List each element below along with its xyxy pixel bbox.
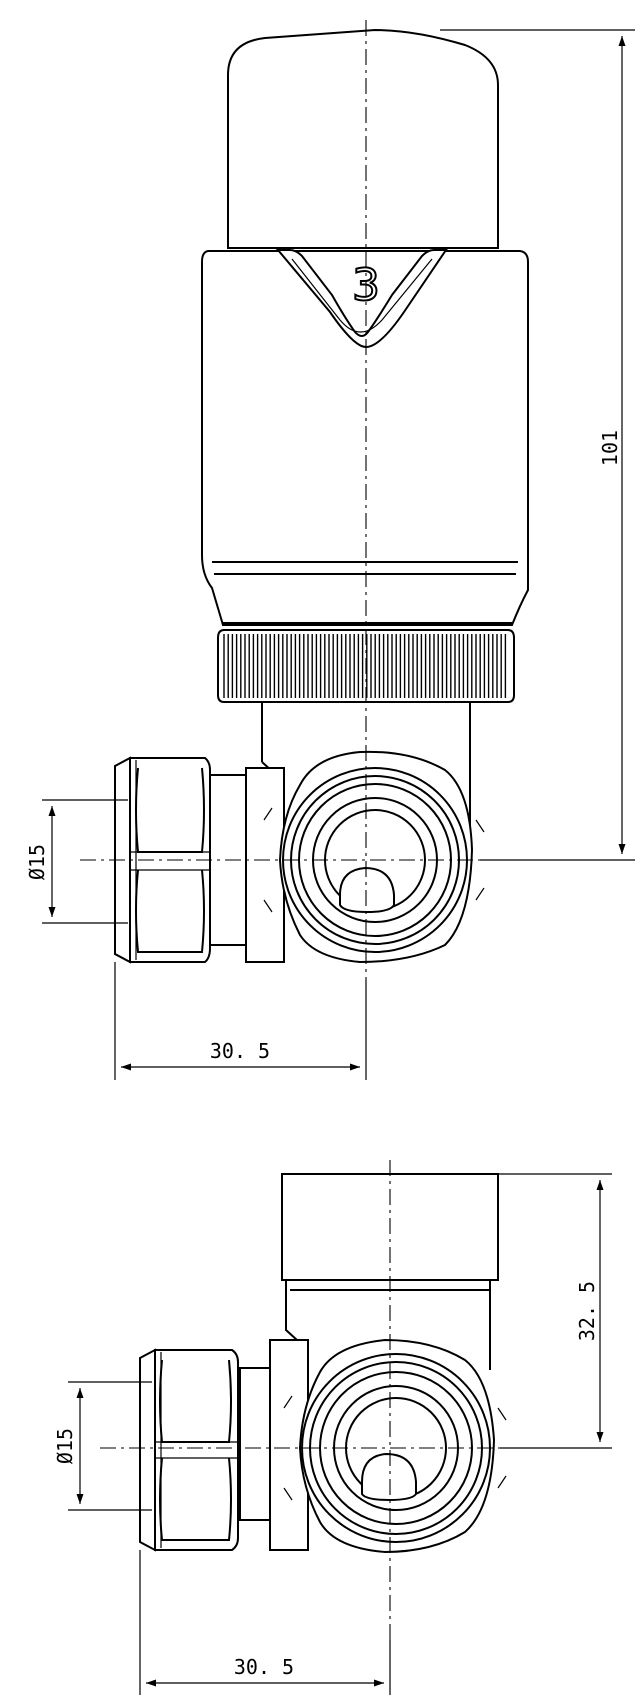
height-dimension-label: 101 xyxy=(598,430,622,466)
thermostat-head-body: 3 xyxy=(201,249,529,626)
top-view: 3 xyxy=(25,20,635,1080)
height-dimension-label-bottom: 32. 5 xyxy=(575,1281,599,1341)
dimension-width-30-5-top: 30. 5 xyxy=(114,962,367,1080)
knurl-ridges xyxy=(223,634,507,698)
dimension-diameter-15-bottom: Ø15 xyxy=(53,1381,152,1511)
outlet-union-front xyxy=(263,750,485,964)
pipe-union-nut-bottom xyxy=(139,1348,239,1552)
bottom-view: 32. 5 Ø15 30. 5 xyxy=(53,1160,612,1695)
valve-body-block xyxy=(207,767,285,963)
thermostat-cap xyxy=(227,28,499,249)
center-lines-bottom xyxy=(100,1160,500,1640)
diameter-dimension-label-bottom: Ø15 xyxy=(53,1428,77,1464)
dimension-diameter-15-top: Ø15 xyxy=(25,799,128,924)
dimension-height-101: 101 xyxy=(440,29,635,861)
pipe-union-nut xyxy=(114,756,211,964)
valve-body-block-bottom xyxy=(239,1339,309,1551)
dimension-width-30-5-bottom: 30. 5 xyxy=(139,1550,391,1695)
width-dimension-label-bottom: 30. 5 xyxy=(234,1655,294,1679)
width-dimension-label: 30. 5 xyxy=(210,1039,270,1063)
diameter-dimension-label: Ø15 xyxy=(25,844,49,880)
outlet-union-front-bottom xyxy=(283,1338,507,1554)
dimension-height-32-5: 32. 5 xyxy=(498,1173,612,1449)
center-lines-top xyxy=(80,20,480,980)
